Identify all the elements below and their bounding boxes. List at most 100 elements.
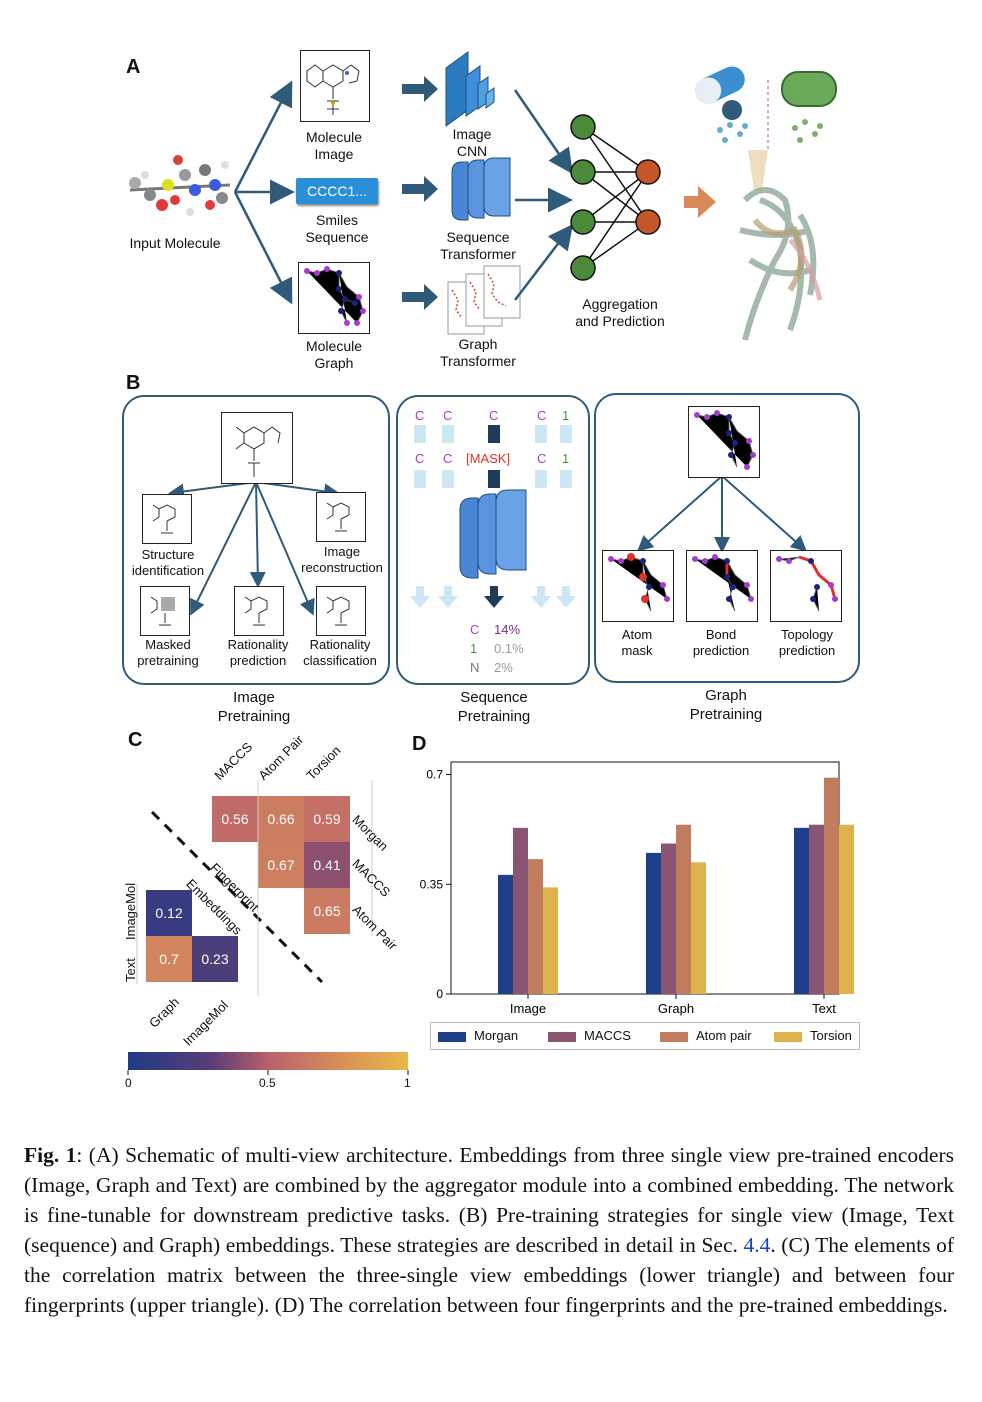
seq-token: C bbox=[443, 451, 453, 466]
heatmap-cell-value: 0.41 bbox=[313, 857, 340, 873]
neural-network-icon bbox=[570, 114, 661, 281]
sequence-pretraining-title: Sequence Pretraining bbox=[436, 688, 552, 726]
heatmap-cell-value: 0.23 bbox=[201, 951, 228, 967]
image-pretraining-box bbox=[122, 395, 390, 685]
masked-pretraining-line2: pretraining bbox=[137, 653, 199, 668]
bar-morgan bbox=[646, 852, 661, 994]
thick-arrow-icon bbox=[402, 76, 438, 310]
image-cnn-label-line1: Image bbox=[452, 126, 492, 142]
seq-token: C bbox=[443, 408, 453, 423]
prob-value: 14% bbox=[494, 622, 521, 637]
structure-identification-line1: Structure bbox=[141, 547, 195, 562]
sequence-transformer-label: Sequence Transformer bbox=[428, 229, 528, 263]
graph-source-thumbnail bbox=[688, 406, 760, 478]
diagonal-divider bbox=[150, 810, 324, 984]
graph-transformer-label: Graph Transformer bbox=[428, 336, 528, 370]
y-tick-label: 0 bbox=[436, 987, 443, 1001]
heatmap-cell bbox=[192, 936, 238, 982]
graph-pretraining-box bbox=[594, 393, 860, 683]
seq-token: 1 bbox=[562, 408, 570, 423]
orange-arrow-icon bbox=[684, 186, 716, 218]
bar-group bbox=[498, 777, 854, 994]
bond-prediction-line1: Bond bbox=[705, 627, 737, 642]
legend-swatch bbox=[774, 1031, 802, 1042]
image-reconstruction-line2: reconstruction bbox=[301, 560, 383, 575]
graph-pretraining-title-line1: Graph bbox=[705, 687, 747, 704]
molecule-structure-icon bbox=[235, 426, 281, 477]
panel-d-label: D bbox=[412, 733, 427, 755]
image-cnn-label: Image CNN bbox=[430, 126, 514, 160]
molecule-structure-icon bbox=[244, 596, 268, 626]
molecule-structure-icon bbox=[152, 504, 176, 534]
rationality-prediction-line2: prediction bbox=[229, 653, 287, 668]
colorbar-tick-05: 0.5 bbox=[259, 1076, 276, 1090]
panel-b-diagram bbox=[168, 425, 807, 616]
prob-value: 0.1% bbox=[494, 641, 524, 656]
y-axis-ticks: 00.350.7 bbox=[420, 768, 451, 1001]
mask-token: [MASK] bbox=[466, 451, 511, 466]
x-tick-label: Graph bbox=[658, 1001, 694, 1016]
legend-swatch bbox=[438, 1031, 466, 1042]
panel-c-label: C bbox=[128, 729, 143, 751]
prob-row: 1 0.1% bbox=[470, 639, 550, 658]
molecule-graph-icon bbox=[304, 266, 366, 326]
structure-identification-thumbnail bbox=[142, 494, 192, 544]
seq-token: C bbox=[415, 451, 425, 466]
prob-token: N bbox=[470, 660, 480, 675]
image-reconstruction-thumbnail bbox=[316, 492, 366, 542]
prob-row: N 2% bbox=[470, 658, 550, 677]
colorbar-tick-0: 0 bbox=[125, 1076, 132, 1090]
sequence-tokens-masked: C C [MASK] C 1 bbox=[0, 451, 982, 469]
molecule-image-label-line2: Image bbox=[314, 146, 354, 162]
legend-entry: MACCS bbox=[548, 1029, 631, 1043]
rationality-classification-line2: classification bbox=[303, 653, 377, 668]
molecule-structure-icon bbox=[326, 596, 350, 626]
bond-prediction-line2: prediction bbox=[692, 643, 750, 658]
bond-prediction-thumbnail bbox=[686, 550, 758, 622]
bar-maccs bbox=[809, 824, 824, 994]
heatmap-cell bbox=[304, 842, 350, 888]
molecule-graph-thumbnail bbox=[298, 262, 370, 334]
atom-mask-line1: Atom bbox=[621, 627, 653, 642]
bond-prediction-label: Bond prediction bbox=[680, 627, 762, 659]
bond-prediction-graph-icon bbox=[692, 554, 754, 612]
image-reconstruction-label: Image reconstruction bbox=[294, 544, 390, 576]
topology-prediction-label: Topology prediction bbox=[762, 627, 852, 659]
caption-section-link[interactable]: 4.4 bbox=[743, 1233, 771, 1257]
prob-token: 1 bbox=[470, 641, 478, 656]
molecule-graph-icon bbox=[694, 410, 756, 470]
heatmap-cell-value: 0.65 bbox=[313, 903, 340, 919]
molecule-structure-icon bbox=[306, 64, 360, 115]
caption-text-1: : (A) Schematic of multi-view architectu… bbox=[24, 1143, 954, 1257]
atom-mask-line2: mask bbox=[621, 643, 653, 658]
legend-entry: Torsion bbox=[774, 1029, 852, 1043]
heatmap-cell-value: 0.7 bbox=[159, 951, 179, 967]
panel-a-diagram bbox=[129, 51, 837, 341]
bar-maccs bbox=[513, 827, 528, 994]
smiles-label: Smiles Sequence bbox=[292, 212, 382, 246]
smiles-label-line2: Sequence bbox=[305, 229, 369, 245]
molecule-graph-label-line1: Molecule bbox=[305, 338, 363, 354]
legend-label: Atom pair bbox=[696, 1028, 752, 1043]
heatmap-cell bbox=[304, 888, 350, 934]
prob-value: 2% bbox=[494, 660, 513, 675]
graph-pretraining-title-line2: Pretraining bbox=[689, 706, 763, 723]
atom-mask-graph-icon bbox=[608, 553, 670, 612]
masked-molecule-icon bbox=[150, 596, 175, 626]
seq-token: 1 bbox=[562, 451, 570, 466]
sequence-pretraining-box bbox=[396, 395, 590, 685]
bar-morgan bbox=[498, 874, 513, 994]
panel-a-label: A bbox=[126, 56, 141, 78]
rationality-classification-thumbnail bbox=[316, 586, 366, 636]
topology-prediction-graph-icon bbox=[776, 555, 838, 612]
bar-atom-pair bbox=[528, 859, 543, 994]
bar-torsion bbox=[543, 887, 558, 994]
heatmap-cell-value: 0.12 bbox=[155, 905, 182, 921]
masked-pretraining-label: Masked pretraining bbox=[126, 637, 210, 669]
sequence-transformer-icon bbox=[451, 157, 511, 221]
aggregation-label-line1: Aggregation bbox=[582, 296, 658, 312]
legend-swatch bbox=[660, 1031, 688, 1042]
seq-token: C bbox=[537, 451, 547, 466]
